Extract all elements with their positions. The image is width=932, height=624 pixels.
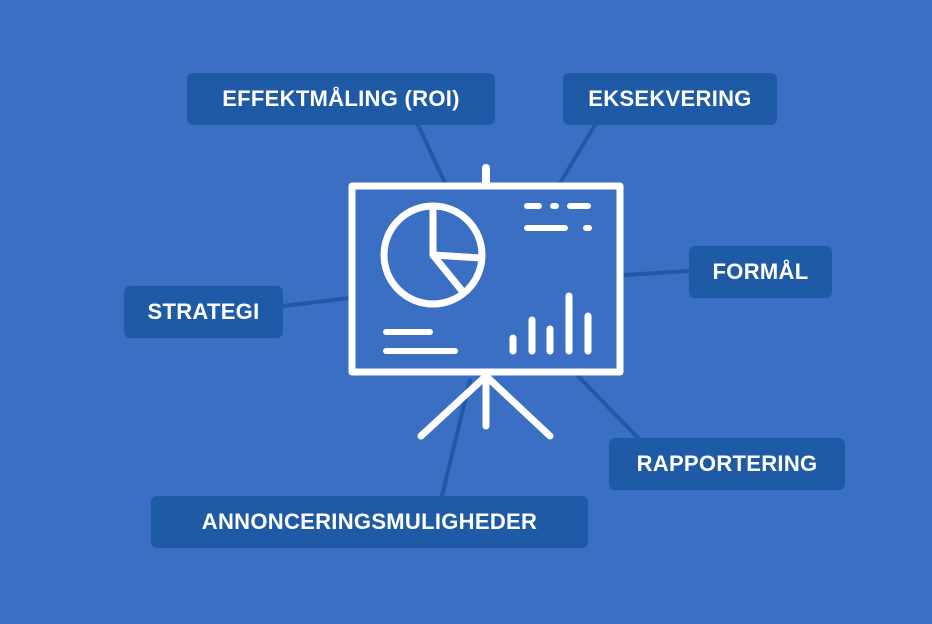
label-annonceringsmuligheder: ANNONCERINGSMULIGHEDER xyxy=(151,496,588,548)
easel-leg-left xyxy=(417,372,490,440)
bar-chart-icon xyxy=(509,292,592,355)
label-formaal: FORMÅL xyxy=(689,246,832,298)
connector-eksekvering xyxy=(558,123,597,185)
connector-roi xyxy=(416,123,447,185)
easel-leg-right xyxy=(482,372,554,440)
label-strategi: STRATEGI xyxy=(124,286,283,338)
label-eksekvering: EKSEKVERING xyxy=(563,73,777,125)
presentation-board-icon xyxy=(348,164,624,440)
connector-rapportering xyxy=(576,374,642,442)
label-rapportering: RAPPORTERING xyxy=(609,438,845,490)
board-frame xyxy=(348,182,624,376)
label-effektmaaling: EFFEKTMÅLING (ROI) xyxy=(187,73,495,125)
connector-strategi xyxy=(281,296,352,308)
pie-slice-edge xyxy=(429,251,467,296)
connector-formaal xyxy=(622,269,691,277)
